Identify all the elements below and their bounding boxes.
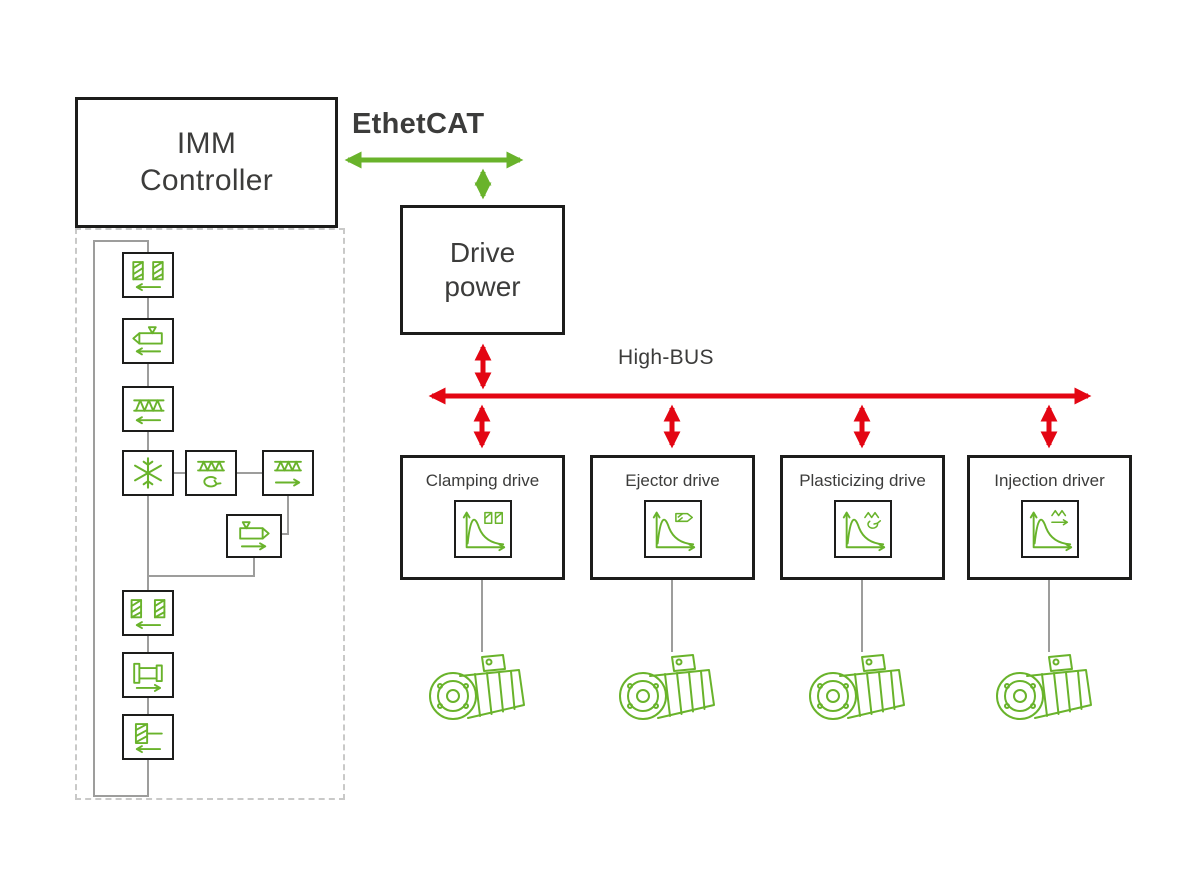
process-step-inject xyxy=(122,386,174,432)
process-step-unit-forward xyxy=(122,318,174,364)
mold-reset-icon xyxy=(129,718,167,756)
plasticizing-drive-label: Plasticizing drive xyxy=(799,471,926,490)
clamping-drive-label: Clamping drive xyxy=(425,471,540,490)
injection-profile-icon xyxy=(1020,500,1079,558)
servo-motor-plasticizing xyxy=(807,648,917,726)
clamping-drive-box: Clamping drive xyxy=(400,455,565,580)
imm-controller-label-line2: Controller xyxy=(139,163,274,197)
plasticizing-profile-icon xyxy=(833,500,892,558)
process-step-plasticize xyxy=(185,450,237,496)
ethercat-bus-label: EthetCAT xyxy=(352,108,485,140)
process-sequence-panel xyxy=(75,228,345,800)
process-step-unit-back xyxy=(226,514,282,558)
mold-open-icon xyxy=(129,594,167,632)
injection-unit-back-icon xyxy=(235,517,273,555)
injection-profile-curve xyxy=(1025,504,1075,554)
ejector-icon xyxy=(129,656,167,694)
screw-decompress-icon xyxy=(269,454,307,492)
plasticizing-drive-box: Plasticizing drive xyxy=(780,455,945,580)
ejector-profile-icon xyxy=(643,500,702,558)
imm-controller-label-line1: IMM xyxy=(176,126,237,160)
plasticizing-profile-curve xyxy=(838,504,888,554)
servo-motor-ejector xyxy=(617,648,727,726)
process-step-decompress xyxy=(262,450,314,496)
process-step-cooling xyxy=(122,450,174,496)
screw-inject-icon xyxy=(129,390,167,428)
cooling-snowflake-icon xyxy=(129,454,167,492)
clamping-profile-icon xyxy=(453,500,512,558)
injection-drive-label: Injection driver xyxy=(994,471,1105,490)
clamping-profile-curve xyxy=(458,504,508,554)
process-step-eject xyxy=(122,652,174,698)
mold-close-icon xyxy=(129,256,167,294)
process-step-mold-open xyxy=(122,590,174,636)
servo-motor-injection xyxy=(994,648,1104,726)
injection-unit-forward-icon xyxy=(129,322,167,360)
injection-drive-box: Injection driver xyxy=(967,455,1132,580)
process-step-mold-close xyxy=(122,252,174,298)
ethercat-arrows xyxy=(344,151,524,200)
servo-motor-clamping xyxy=(427,648,537,726)
high-bus-arrows xyxy=(428,343,1092,449)
drive-power-label-line1: Drive xyxy=(449,237,516,269)
screw-rotate-icon xyxy=(192,454,230,492)
ejector-profile-curve xyxy=(648,504,698,554)
imm-controller-box: IMM Controller xyxy=(75,97,338,228)
ejector-drive-label: Ejector drive xyxy=(625,471,720,490)
motor-cables xyxy=(481,580,1050,652)
process-step-mold-reset xyxy=(122,714,174,760)
ejector-drive-box: Ejector drive xyxy=(590,455,755,580)
drive-power-label-line2: power xyxy=(444,271,521,302)
drive-power-box: Drive power xyxy=(400,205,565,335)
high-bus-label: High-BUS xyxy=(618,346,714,369)
